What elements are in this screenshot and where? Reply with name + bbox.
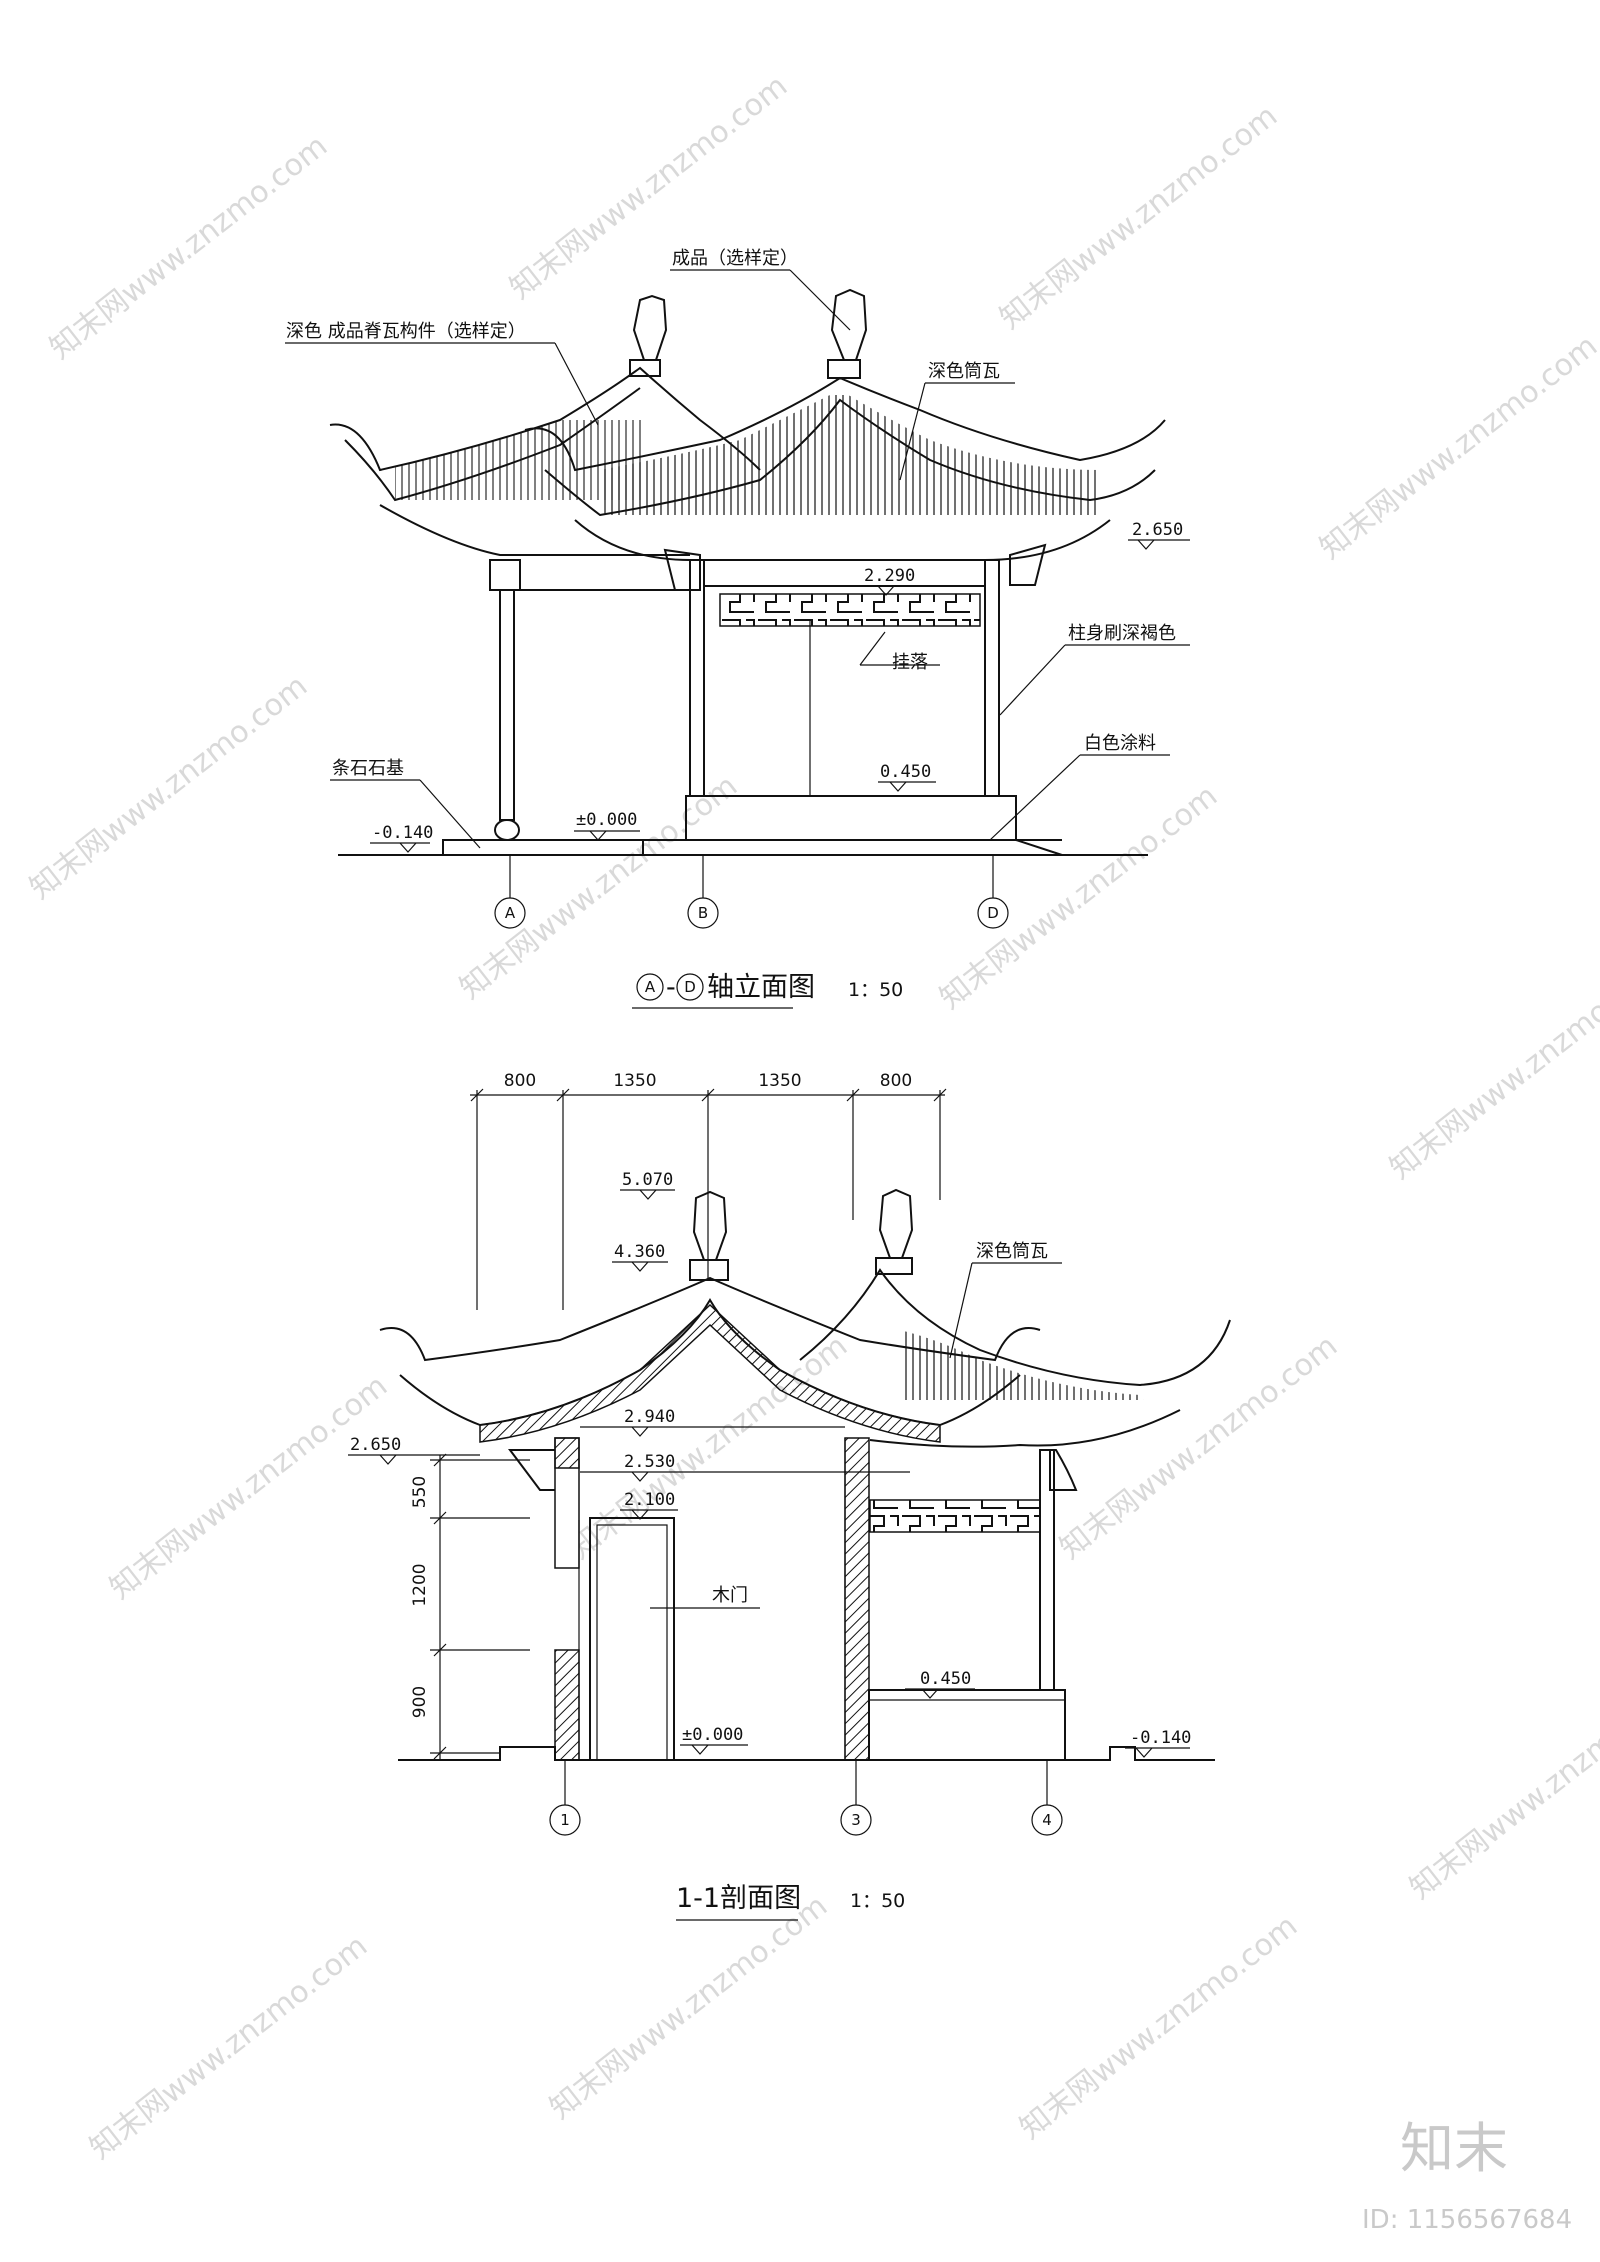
level-mark-beam-bottom: 2.530: [580, 1452, 910, 1482]
level-mark-beam-top: 2.940: [580, 1407, 845, 1437]
watermark-text: 知末网www.znzmo.com: [933, 778, 1224, 1016]
axis-label-3: 3: [851, 1811, 861, 1829]
svg-text:2.650: 2.650: [1132, 520, 1183, 540]
watermark-text: 知末网www.znzmo.com: [453, 768, 744, 1006]
watermark-text: 知末网www.znzmo.com: [543, 1888, 834, 2126]
label-door: 木门: [712, 1585, 748, 1606]
svg-text:0.450: 0.450: [920, 1669, 971, 1689]
elevation-title-text: 轴立面图: [707, 972, 815, 1003]
svg-text:0.450: 0.450: [880, 762, 931, 782]
dim-top-1: 800: [504, 1071, 536, 1091]
level-mark-door-top: 2.100: [620, 1490, 678, 1520]
level-mark-platform-section: 0.450: [905, 1669, 975, 1699]
label-hanging-lattice: 挂落: [892, 652, 928, 673]
axis-label-d: D: [987, 904, 999, 922]
dim-top-4: 800: [880, 1071, 912, 1091]
watermark-text: 知末网www.znzmo.com: [23, 668, 314, 906]
watermark-text: 知末网www.znzmo.com: [503, 68, 794, 306]
watermark-text: 知末网www.znzmo.com: [1013, 1908, 1304, 2146]
svg-text:2.650: 2.650: [350, 1435, 401, 1455]
svg-text:2.290: 2.290: [864, 566, 915, 586]
svg-text:2.530: 2.530: [624, 1452, 675, 1472]
svg-text:4.360: 4.360: [614, 1242, 665, 1262]
section-drawing: 800 1350 1350 800 550 1200 900: [348, 1071, 1231, 1921]
elevation-title: A - D 轴立面图 1：50: [632, 972, 903, 1009]
label-tiles-section: 深色筒瓦: [976, 1241, 1048, 1262]
level-mark-zero: ±0.000: [574, 810, 640, 841]
level-mark-ground: -0.140: [370, 823, 433, 853]
watermark-text: 知末网www.znzmo.com: [1383, 948, 1600, 1186]
svg-text:±0.000: ±0.000: [576, 810, 637, 830]
label-white-paint: 白色涂料: [1084, 733, 1156, 754]
axis-label-b: B: [698, 904, 708, 922]
section-scale: 1：50: [850, 1890, 905, 1912]
level-mark-ground-section: -0.140: [1125, 1728, 1191, 1758]
svg-text:2.940: 2.940: [624, 1407, 675, 1427]
svg-text:5.070: 5.070: [622, 1170, 673, 1190]
axis-label-4: 4: [1042, 1811, 1052, 1829]
section-title: 1-1剖面图 1：50: [676, 1883, 905, 1921]
svg-text:A: A: [645, 978, 656, 996]
svg-text:-0.140: -0.140: [1130, 1728, 1191, 1748]
dim-top-2: 1350: [613, 1071, 656, 1091]
axis-label-1: 1: [560, 1811, 570, 1829]
axis-label-a: A: [505, 904, 516, 922]
level-mark-top: 5.070: [620, 1170, 675, 1200]
dim-left-3: 900: [410, 1686, 430, 1718]
svg-text:-0.140: -0.140: [372, 823, 433, 843]
level-mark-eave: 2.650: [1128, 520, 1190, 550]
watermark-text: 知末网www.znzmo.com: [1403, 1668, 1600, 1906]
elevation-scale: 1：50: [848, 979, 903, 1001]
level-mark-platform: 0.450: [878, 762, 936, 792]
watermark-text: 知末网www.znzmo.com: [1313, 328, 1600, 566]
label-tiles-elevation: 深色筒瓦: [928, 361, 1000, 382]
section-title-text: 1-1剖面图: [676, 1883, 801, 1914]
watermark-text: 知末网www.znzmo.com: [993, 98, 1284, 336]
label-ridge: 深色 成品脊瓦构件（选样定）: [286, 321, 526, 342]
level-mark-lattice: 2.290: [862, 566, 916, 596]
svg-text:D: D: [684, 978, 696, 996]
level-mark-ridge: 4.360: [612, 1242, 668, 1272]
svg-text:-: -: [666, 972, 676, 1003]
label-finial: 成品（选样定）: [672, 248, 798, 269]
dim-left-2: 1200: [410, 1563, 430, 1606]
level-mark-eave-section: 2.650: [348, 1435, 480, 1465]
level-mark-zero-section: ±0.000: [680, 1725, 748, 1755]
svg-text:2.100: 2.100: [624, 1490, 675, 1510]
label-stone-base: 条石石基: [332, 758, 404, 779]
dim-top-3: 1350: [758, 1071, 801, 1091]
brand-logo-text: 知末: [1400, 2117, 1508, 2180]
watermark-text: 知末网www.znzmo.com: [563, 1328, 854, 1566]
image-id: ID: 1156567684: [1362, 2205, 1572, 2235]
dim-left-1: 550: [410, 1476, 430, 1508]
watermark-text: 知末网www.znzmo.com: [103, 1368, 394, 1606]
svg-text:±0.000: ±0.000: [682, 1725, 743, 1745]
label-column-color: 柱身刷深褐色: [1068, 623, 1176, 644]
watermark-text: 知末网www.znzmo.com: [83, 1928, 374, 2166]
